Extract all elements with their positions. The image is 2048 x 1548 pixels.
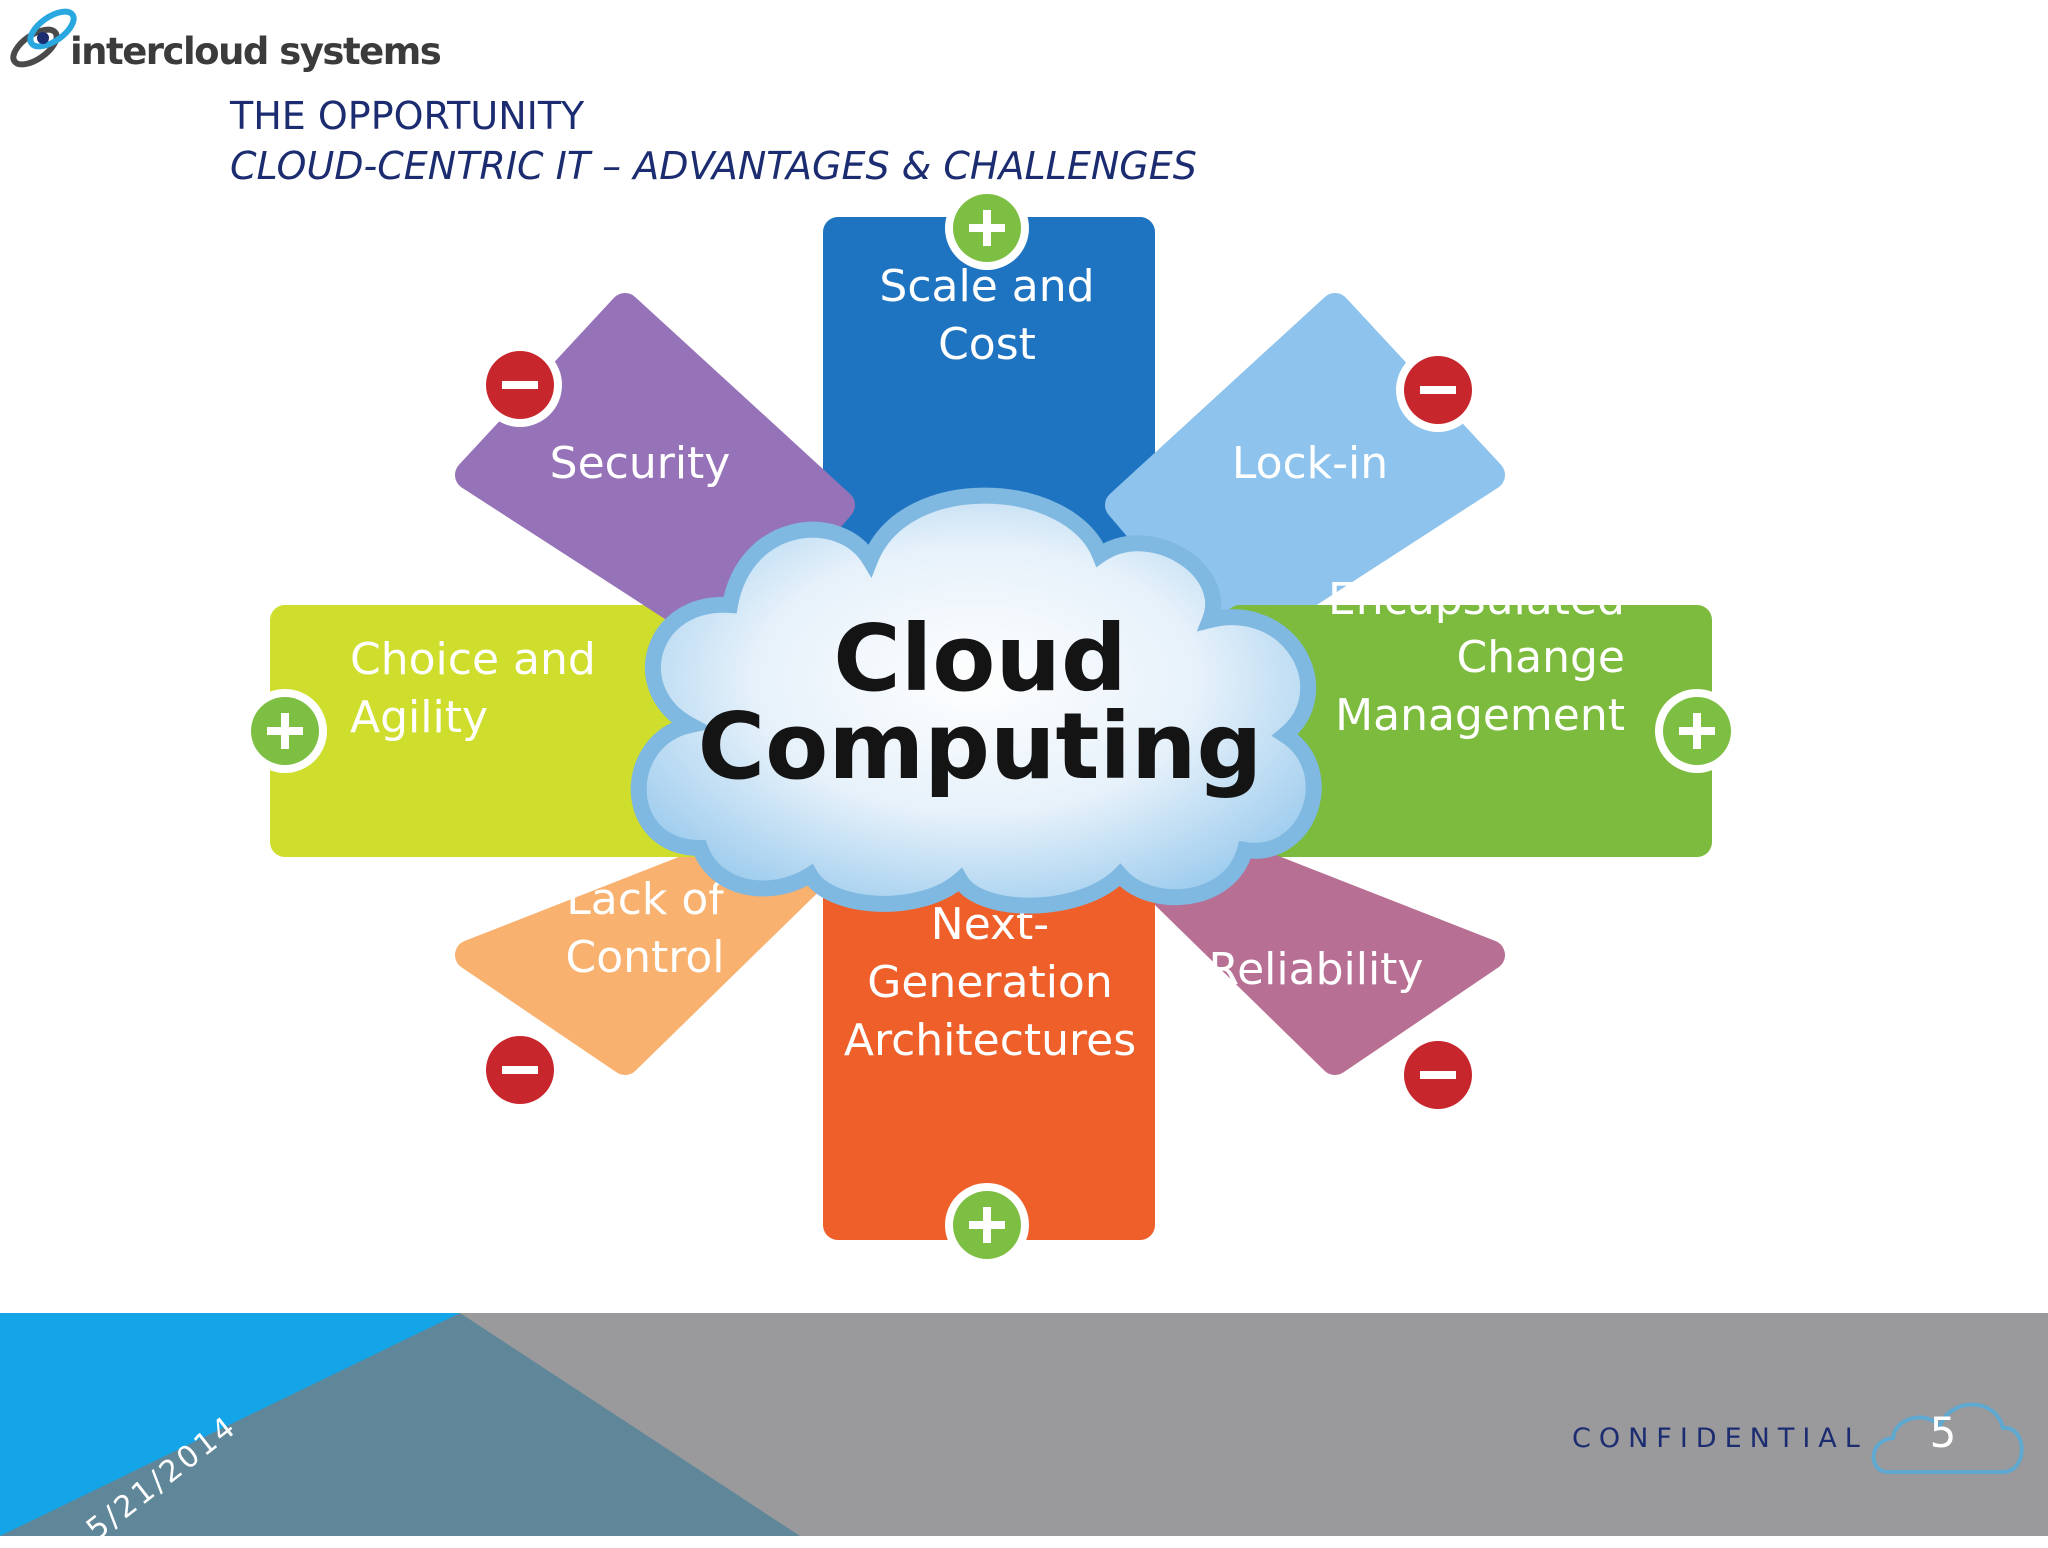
petal-label: Encapsulated (1328, 574, 1625, 625)
center-title-line1: Cloud (833, 605, 1127, 712)
minus-icon (478, 343, 562, 427)
petal-label: Cost (938, 319, 1036, 370)
slide-title: THE OPPORTUNITY (230, 94, 585, 138)
page-number: 5 (1929, 1408, 1957, 1457)
petal-label: Agility (350, 692, 488, 743)
petal-label: Generation (867, 957, 1112, 1008)
central-cloud-shape (630, 487, 1322, 914)
petal-label: Reliability (1209, 944, 1424, 995)
minus-icon (1396, 348, 1480, 432)
petal-label: Management (1335, 690, 1625, 741)
petal-label: Control (565, 932, 724, 983)
plus-icon (945, 1183, 1029, 1267)
petal-label: Security (550, 438, 731, 489)
petal-label: Lack of (566, 874, 725, 925)
plus-icon (945, 186, 1029, 270)
minus-icon (1396, 1033, 1480, 1117)
slide-subtitle: CLOUD-CENTRIC IT – ADVANTAGES & CHALLENG… (230, 144, 1197, 188)
plus-icon (1655, 689, 1739, 773)
footer-cloud-icon (1871, 1402, 2024, 1474)
petal-label: Architectures (844, 1015, 1136, 1066)
footer-blue-shape (0, 1313, 460, 1536)
minus-icon (478, 1028, 562, 1112)
petal-label: Choice and (350, 634, 596, 685)
logo-text: intercloud systems (70, 30, 442, 73)
petal-label: Change (1457, 632, 1625, 683)
petal-reliability: Reliability (1105, 835, 1505, 1117)
plus-icon (243, 689, 327, 773)
petal-label: Lock-in (1232, 438, 1388, 489)
petals-layer: Scale andCostLock-inEncapsulatedChangeMa… (243, 186, 1739, 1267)
petal-lackcontrol: Lack of Control (455, 835, 855, 1112)
confidential-label: CONFIDENTIAL (1572, 1423, 1868, 1454)
center-title-line2: Computing (698, 693, 1263, 800)
logo-icon (10, 8, 77, 68)
